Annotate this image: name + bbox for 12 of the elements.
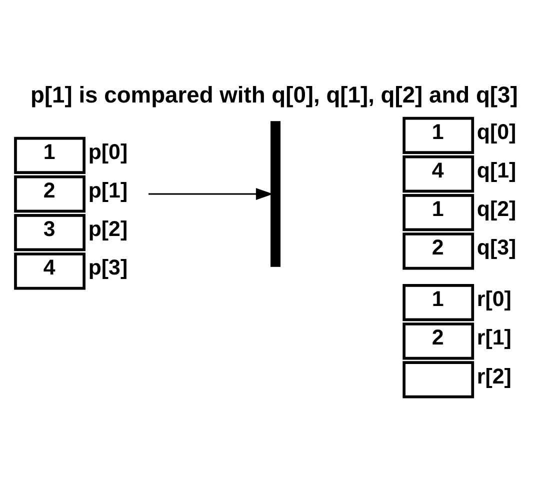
node-label: p[0] xyxy=(88,140,128,164)
node-label: q[2] xyxy=(476,197,516,222)
node-label: r[0] xyxy=(476,287,512,312)
node-label: r[2] xyxy=(476,364,512,388)
node-label: r[1] xyxy=(476,326,512,350)
node-label: q[0] xyxy=(476,120,516,144)
node-label: p[2] xyxy=(88,217,128,242)
node-label: p[1] xyxy=(88,178,128,203)
diagram-title: p[1] is compared with q[0], q[1], q[2] and q[3] xyxy=(30,81,518,108)
node-label: p[3] xyxy=(88,256,128,280)
node-label: q[3] xyxy=(476,236,516,260)
node-label: q[1] xyxy=(476,158,516,183)
